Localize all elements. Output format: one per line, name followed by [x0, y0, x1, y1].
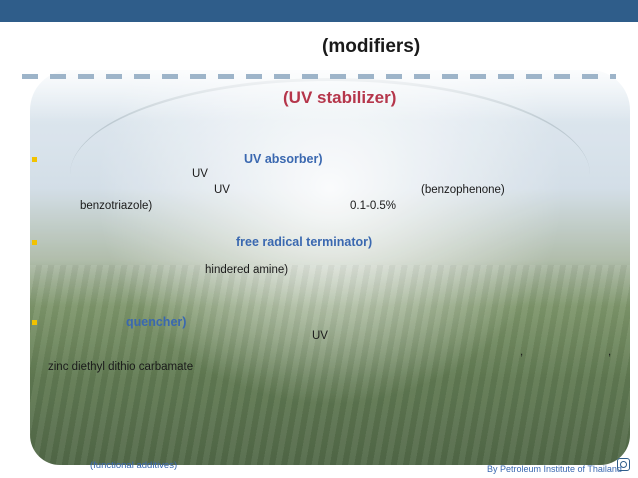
slide-title: (modifiers) — [322, 36, 421, 57]
bullet-marker — [32, 320, 37, 325]
section-text: UV — [192, 168, 208, 180]
section-text: hindered amine) — [205, 264, 289, 276]
section-text: , — [608, 346, 612, 358]
slide-subtitle: (UV stabilizer) — [283, 88, 397, 107]
bullet-marker — [32, 240, 37, 245]
section-text: zinc diethyl dithio carbamate — [48, 361, 194, 373]
section-text: benzotriazole) — [80, 200, 153, 212]
section-text: , — [520, 346, 524, 358]
section-heading: quencher) — [126, 315, 187, 329]
bullet-marker — [32, 157, 37, 162]
background-fade — [0, 62, 638, 122]
section-heading: UV absorber) — [244, 152, 323, 166]
section-heading: free radical terminator) — [236, 235, 373, 249]
section-text: UV — [312, 330, 328, 342]
section-text: 0.1-0.5% — [350, 200, 397, 212]
dashed-divider — [22, 74, 616, 79]
section-text: UV — [214, 184, 230, 196]
greenhouse-background-image — [30, 70, 630, 465]
header-bar — [0, 0, 638, 22]
footer-note: (functional additives) — [90, 460, 178, 471]
section-text: (benzophenone) — [421, 184, 505, 196]
footer-credit: By Petroleum Institute of Thailand — [487, 464, 622, 474]
institute-logo-icon — [617, 458, 630, 471]
